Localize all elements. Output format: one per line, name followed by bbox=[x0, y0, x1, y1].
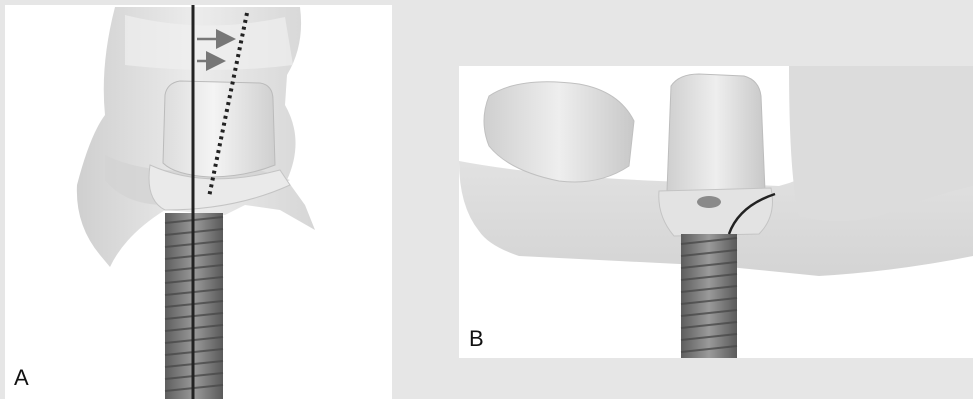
panel-label-a: A bbox=[14, 367, 29, 389]
abutment bbox=[163, 81, 275, 177]
abutment bbox=[667, 74, 765, 191]
adjacent-tooth bbox=[484, 82, 634, 182]
implant-illustration-a bbox=[5, 5, 392, 399]
implant-illustration-b bbox=[459, 66, 973, 358]
panel-a: A bbox=[5, 5, 392, 399]
implant-screw bbox=[681, 234, 737, 358]
panel-b: B bbox=[459, 66, 973, 358]
panel-label-b: B bbox=[469, 328, 484, 350]
